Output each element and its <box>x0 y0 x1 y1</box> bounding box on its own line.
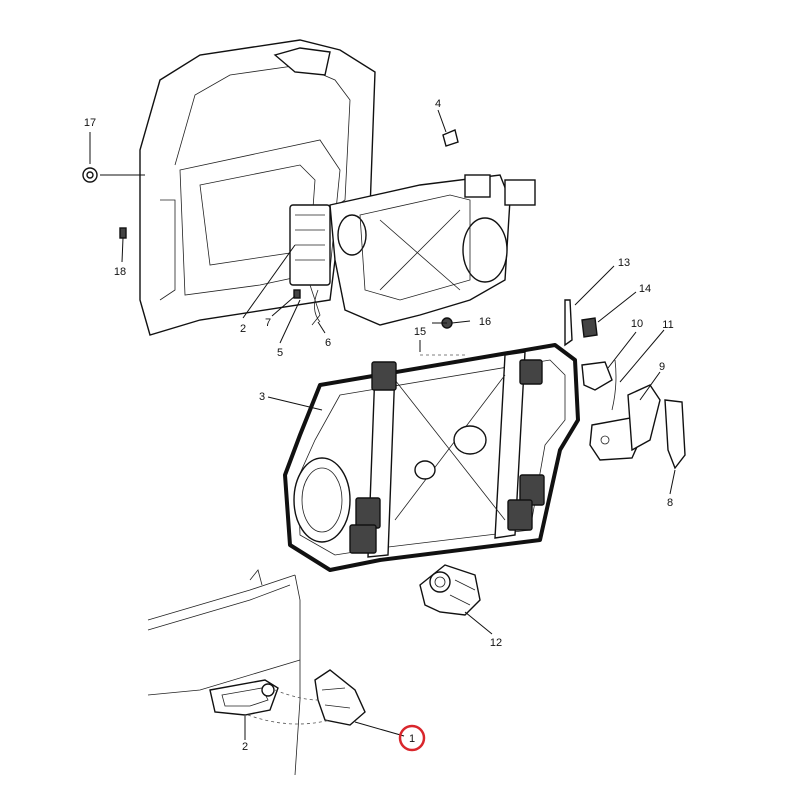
callout-3: 3 <box>259 391 265 403</box>
door-frame-assembly <box>139 39 376 336</box>
callout-14: 14 <box>639 283 651 295</box>
highlight-ring <box>398 724 426 752</box>
callout-18: 18 <box>114 266 126 278</box>
callout-11: 11 <box>662 319 673 331</box>
window-regulator-panel <box>283 343 580 572</box>
callout-17: 17 <box>84 117 96 129</box>
callout-5: 5 <box>277 347 283 359</box>
callout-13: 13 <box>618 257 630 269</box>
callout-1: 1 <box>409 733 415 745</box>
callout-9: 9 <box>659 361 665 373</box>
callout-10: 10 <box>631 318 643 330</box>
outer-door-panel <box>147 569 366 776</box>
callouts: 17 18 4 2 7 5 6 13 14 16 15 10 11 9 3 8 … <box>84 98 674 753</box>
small-fastener-parts <box>82 129 598 356</box>
callout-7: 7 <box>265 317 271 329</box>
door-module-carrier <box>329 174 536 326</box>
callout-15: 15 <box>414 326 426 338</box>
callout-12: 12 <box>490 637 502 649</box>
callout-6: 6 <box>325 337 331 349</box>
window-motor <box>419 564 481 616</box>
callout-4: 4 <box>435 98 441 110</box>
leader-lines <box>89 109 676 740</box>
callout-8: 8 <box>667 497 673 509</box>
callout-2-lower: 2 <box>242 741 248 753</box>
callout-16: 16 <box>479 316 491 328</box>
callout-2-upper: 2 <box>240 323 246 335</box>
latch-parts <box>581 359 686 470</box>
